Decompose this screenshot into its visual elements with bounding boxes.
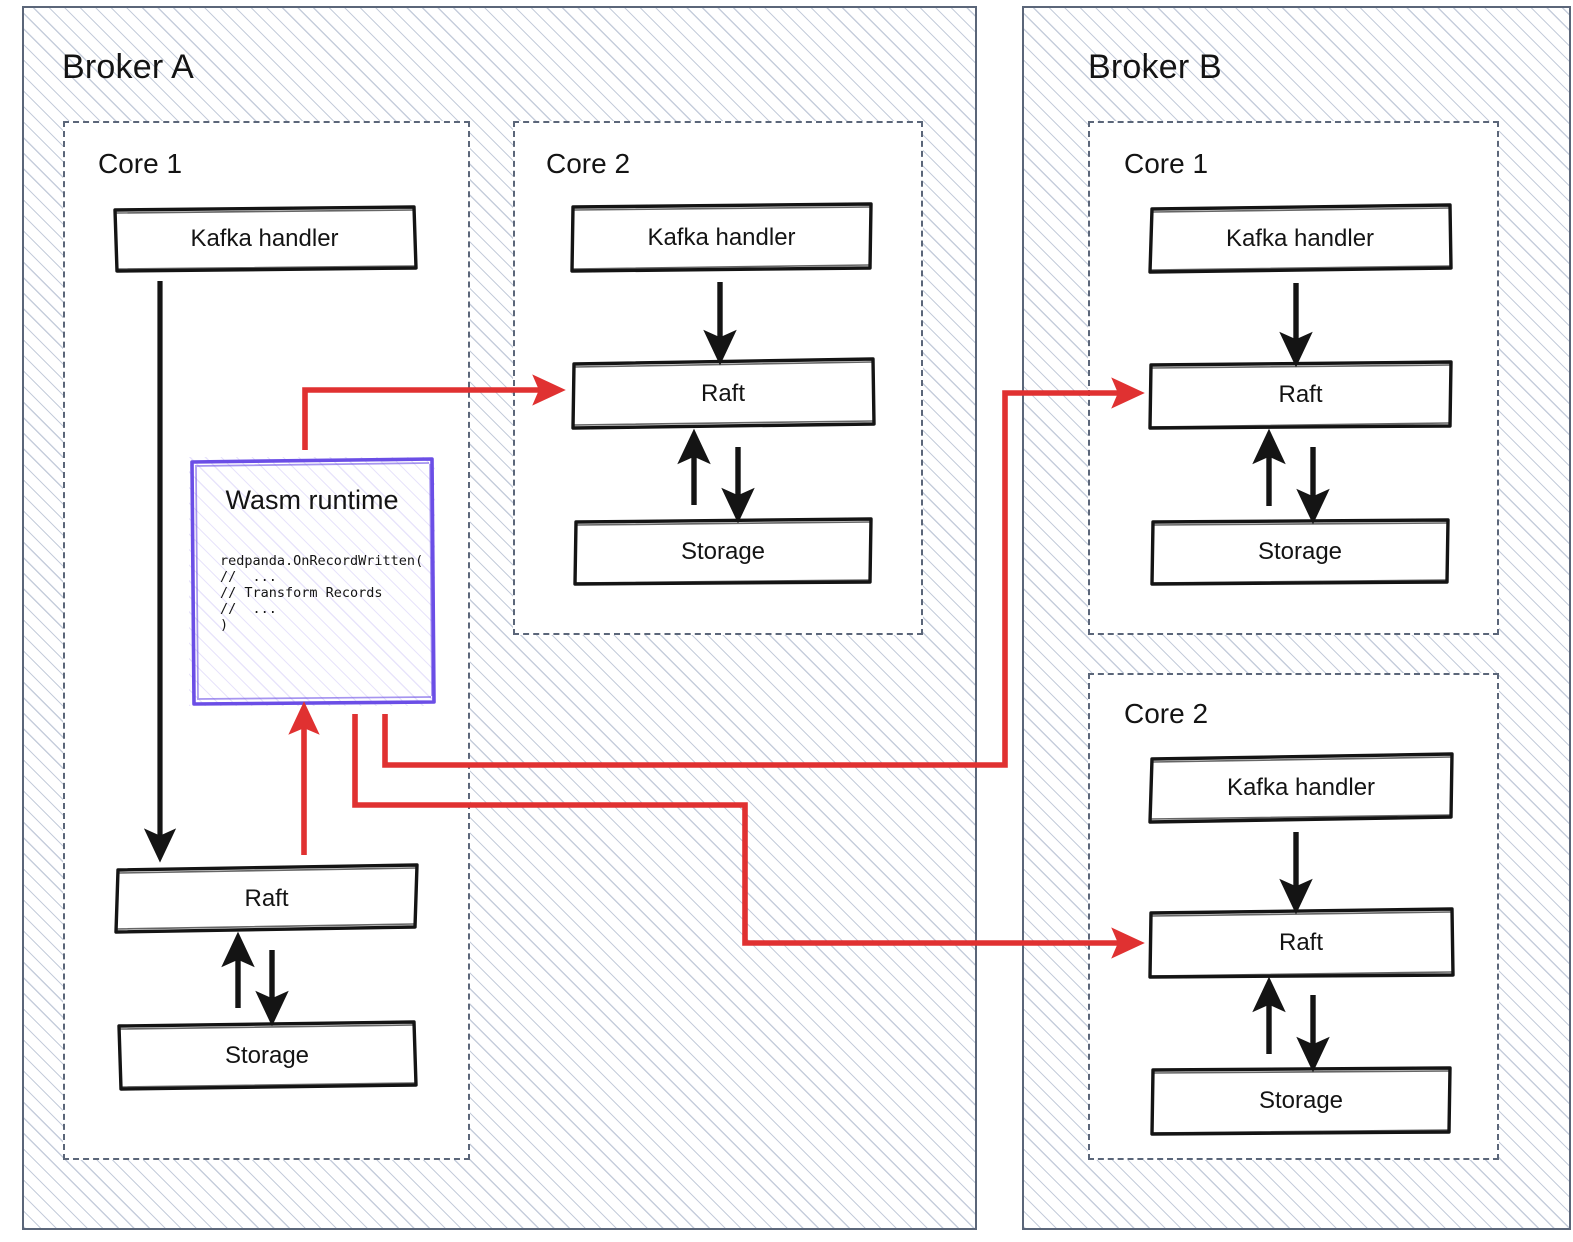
broker-b-core-2-raft-label: Raft bbox=[1278, 929, 1323, 956]
broker-b-core-1-storage-box[interactable]: Storage bbox=[1150, 518, 1450, 586]
broker-a-core-2-kafka-handler-box[interactable]: Kafka handler bbox=[570, 202, 873, 273]
wasm-runtime-title: Wasm runtime bbox=[225, 485, 399, 515]
broker-a-core-2-storage-label: Storage bbox=[680, 537, 766, 565]
broker-b-core-1-raft-label: Raft bbox=[1278, 381, 1323, 408]
broker-b-core-2-kafka-handler-box[interactable]: Kafka handler bbox=[1148, 752, 1454, 824]
broker-b-core-2-storage-box[interactable]: Storage bbox=[1150, 1066, 1452, 1136]
broker-a-core-1-kafka-handler-box[interactable]: Kafka handler bbox=[113, 205, 418, 273]
broker-b-core-1-kafka-handler-box[interactable]: Kafka handler bbox=[1148, 203, 1453, 274]
broker-a-core-1-wasm-runtime-box[interactable]: Wasm runtime redpanda.OnRecordWritten( /… bbox=[189, 457, 436, 706]
broker-a-title: Broker A bbox=[62, 48, 194, 86]
broker-a-core-2-raft-box[interactable]: Raft bbox=[571, 357, 876, 430]
broker-b-core-1-storage-label: Storage bbox=[1257, 538, 1343, 565]
broker-b-core-1-raft-box[interactable]: Raft bbox=[1148, 360, 1453, 430]
broker-a-core-1-storage-label: Storage bbox=[224, 1042, 310, 1069]
broker-a-core-2-storage-box[interactable]: Storage bbox=[573, 517, 873, 586]
broker-b-core-1-kafka-handler-label: Kafka handler bbox=[1225, 225, 1375, 252]
broker-b-core-2-title: Core 2 bbox=[1124, 698, 1209, 729]
wasm-runtime-code: redpanda.OnRecordWritten( // ... // Tran… bbox=[220, 553, 424, 633]
broker-a-core-1-title: Core 1 bbox=[98, 148, 183, 179]
broker-a-core-2-title: Core 2 bbox=[546, 148, 631, 179]
broker-a-core-1-kafka-handler-label: Kafka handler bbox=[190, 225, 339, 252]
broker-a-core-1-raft-label: Raft bbox=[244, 885, 289, 912]
broker-b-title: Broker B bbox=[1088, 48, 1222, 86]
broker-b-core-2-raft-box[interactable]: Raft bbox=[1148, 907, 1455, 979]
broker-b-core-2-storage-label: Storage bbox=[1258, 1087, 1344, 1114]
broker-b-core-2-kafka-handler-label: Kafka handler bbox=[1226, 774, 1376, 801]
broker-a-core-1-raft-box[interactable]: Raft bbox=[114, 863, 419, 934]
broker-a-core-2-raft-label: Raft bbox=[700, 380, 745, 407]
broker-b-core-1-title: Core 1 bbox=[1124, 148, 1209, 179]
broker-a-core-2-kafka-handler-label: Kafka handler bbox=[647, 224, 796, 251]
broker-a-core-1-storage-box[interactable]: Storage bbox=[117, 1020, 418, 1091]
